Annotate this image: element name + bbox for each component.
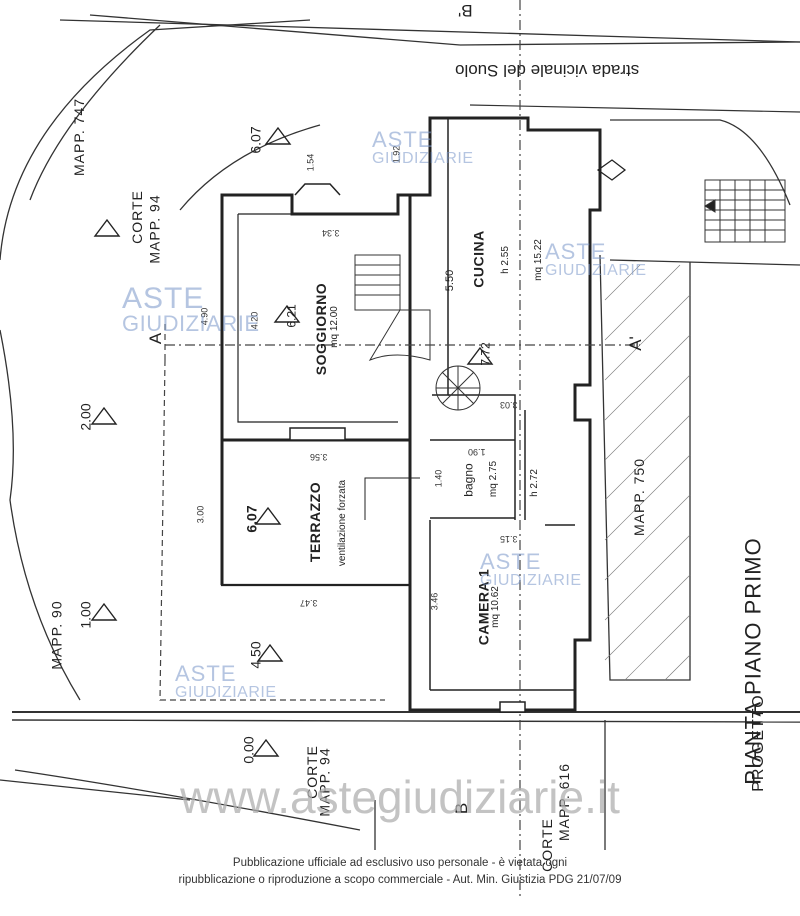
elevation-markers bbox=[90, 126, 494, 757]
elevation-000: 0.00 bbox=[240, 736, 257, 764]
dim-347: 3.47 bbox=[300, 598, 318, 608]
terrazzo-note: ventilazione forzata bbox=[337, 479, 349, 567]
elevation-607-terrace: 6.07 bbox=[243, 505, 260, 533]
watermark-line2: GIUDIZIARIE bbox=[545, 261, 647, 279]
watermark-line2: GIUDIZIARIE bbox=[480, 571, 582, 589]
elevation-200: 2.00 bbox=[77, 403, 94, 431]
courtyard-dashed-outline bbox=[159, 320, 385, 701]
watermark-aste-top: ASTE GIUDIZIARIE bbox=[372, 127, 474, 167]
watermark-aste-middle: ASTE GIUDIZIARIE bbox=[480, 549, 582, 589]
watermark-line2: GIUDIZIARIE bbox=[175, 683, 277, 701]
watermark-line1: ASTE bbox=[480, 549, 542, 574]
terrazzo-label: TERRAZZO bbox=[307, 481, 324, 563]
watermark-line2: GIUDIZIARIE bbox=[122, 310, 260, 336]
ventilation-leader bbox=[364, 477, 420, 520]
camera-area: mq 10.62 bbox=[489, 586, 501, 628]
dim-303: 3.03 bbox=[500, 400, 518, 410]
footer-line2: ripubblicazione o riproduzione a scopo c… bbox=[178, 874, 622, 886]
watermark-aste-left: ASTE GIUDIZIARIE bbox=[122, 282, 260, 336]
watermark-line1: ASTE bbox=[122, 282, 205, 315]
mapp-750-hatch bbox=[604, 264, 691, 681]
elevation-100: 1.00 bbox=[77, 601, 94, 629]
watermark-website: www.astegiudiziarie.it bbox=[180, 771, 620, 823]
soggiorno-label: SOGGIORNO bbox=[313, 282, 330, 376]
elevation-772: 7.72 bbox=[478, 342, 493, 366]
watermark-line1: ASTE bbox=[372, 127, 434, 152]
section-a-prime-label: A' bbox=[625, 336, 645, 351]
watermark-line1: ASTE bbox=[175, 661, 237, 686]
cucina-area: mq 15.22 bbox=[532, 239, 544, 281]
dim-346: 3.46 bbox=[429, 592, 440, 611]
corte-94-top-sub-label: MAPP. 94 bbox=[146, 194, 163, 264]
corte-94-top-label: CORTE bbox=[128, 190, 145, 244]
elevation-550: 5.50 bbox=[444, 269, 457, 292]
doors bbox=[289, 183, 526, 713]
watermark-line1: ASTE bbox=[545, 239, 607, 264]
dim-154: 1.54 bbox=[305, 153, 316, 172]
section-lines bbox=[165, 0, 640, 900]
dim-315: 3.15 bbox=[500, 534, 518, 544]
interior-staircase bbox=[354, 254, 481, 411]
corridor-height: h 2.72 bbox=[528, 469, 540, 497]
building-walls bbox=[220, 116, 627, 712]
watermark-line2: GIUDIZIARIE bbox=[372, 149, 474, 167]
elevation-607-top: 6.07 bbox=[247, 126, 264, 154]
site-boundaries bbox=[0, 14, 800, 850]
dim-334: 3.34 bbox=[322, 228, 340, 238]
elevation-621: 6.21 bbox=[284, 304, 299, 328]
external-stairs bbox=[704, 179, 786, 243]
road-label: strada vicinale del Suolo bbox=[455, 61, 640, 80]
mapp-750-label: MAPP. 750 bbox=[631, 457, 648, 537]
bagno-label: bagno bbox=[461, 463, 476, 497]
section-b-prime-label: B' bbox=[458, 1, 473, 20]
mapp-90-label: MAPP. 90 bbox=[48, 600, 65, 670]
watermark-aste-bottom: ASTE GIUDIZIARIE bbox=[175, 661, 277, 701]
cucina-label: CUCINA bbox=[470, 230, 487, 288]
dim-300: 3.00 bbox=[195, 505, 206, 524]
footer-line1: Pubblicazione ufficiale ad esclusivo uso… bbox=[232, 857, 568, 869]
cucina-height: h 2.55 bbox=[499, 246, 511, 274]
bagno-area: mq 2.75 bbox=[488, 460, 500, 498]
dim-190: 1.90 bbox=[468, 447, 486, 457]
dim-140: 1.40 bbox=[433, 469, 444, 488]
mapp-747-label: MAPP. 747 bbox=[71, 97, 88, 177]
soggiorno-area: mq 12.00 bbox=[328, 306, 340, 348]
watermark-aste-right: ASTE GIUDIZIARIE bbox=[545, 239, 647, 279]
dim-356: 3.56 bbox=[310, 452, 328, 462]
